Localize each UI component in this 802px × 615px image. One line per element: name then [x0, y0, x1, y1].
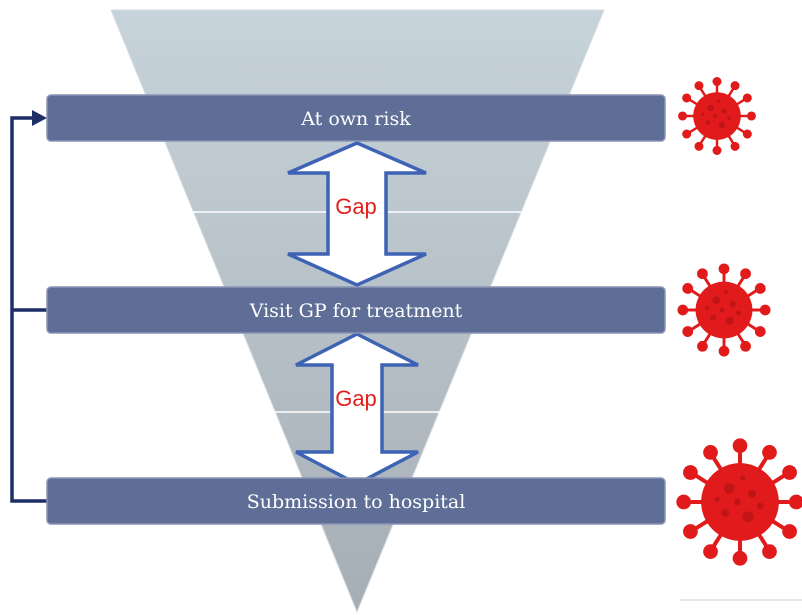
virus-icon [678, 440, 801, 563]
level-bar-submission-to-hospital: Submission to hospital [46, 477, 666, 525]
gap-label-2: Gap [335, 386, 377, 411]
level-bar-at-own-risk: At own risk [46, 94, 666, 142]
level-label: At own risk [300, 108, 411, 130]
feedback-arrow [10, 116, 47, 503]
level-label: Submission to hospital [247, 491, 466, 513]
level-label: Visit GP for treatment [249, 300, 463, 322]
virus-icon [678, 77, 756, 155]
level-bar-visit-gp: Visit GP for treatment [46, 286, 666, 334]
gap-arrow-1: Gap [287, 141, 427, 287]
feedback-arrow-head [32, 110, 47, 126]
virus-icon [677, 263, 771, 357]
gap-label-1: Gap [335, 194, 377, 219]
